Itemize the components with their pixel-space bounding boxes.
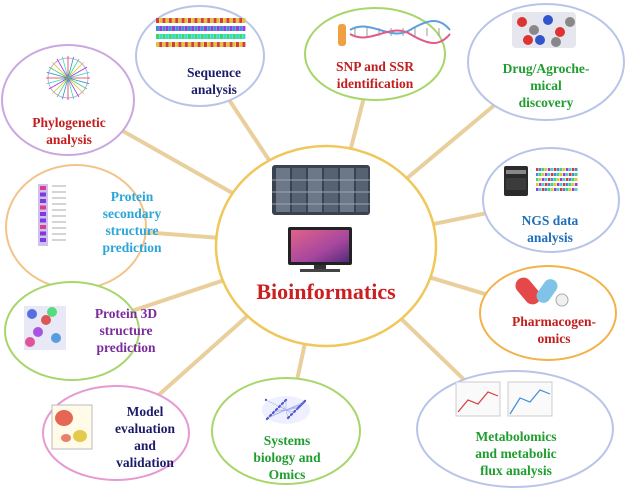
computer-monitor-icon [288, 227, 352, 272]
center-title: Bioinformatics [256, 279, 396, 304]
dna-helix-icon [338, 20, 451, 46]
secondary-structure-icon [38, 184, 66, 246]
flux-plot-icon [455, 381, 553, 417]
bubble-drug [467, 3, 625, 121]
label-protein3d: Protein 3D structure prediction [94, 306, 158, 355]
label-drug: Drug/Agroche- mical discovery [502, 61, 590, 110]
label-protein2d: Protein secondary structure prediction [102, 189, 162, 255]
label-model: Model evaluation and validation [114, 404, 175, 470]
server-rack-icon [272, 165, 370, 215]
label-metabolomics: Metabolomics and metabolic flux analysis [475, 429, 557, 478]
network-graph-icon [262, 396, 310, 424]
label-pharma: Pharmacogen- omics [512, 314, 596, 346]
label-phylo: Phylogenetic analysis [32, 115, 106, 147]
label-ngs: NGS data analysis [521, 213, 579, 245]
protein-3d-icon [24, 306, 66, 350]
capsule-pills-icon [515, 277, 569, 307]
bubble-pharma [479, 265, 617, 361]
sequence-alignment-icon [156, 18, 246, 47]
bubble-systems [211, 377, 361, 485]
label-sequence: Sequence analysis [187, 65, 241, 97]
molecule-icon [512, 12, 576, 48]
phylogenetic-tree-icon [46, 56, 90, 100]
ramachandran-plot-icon [51, 404, 93, 450]
bubbles [1, 3, 625, 488]
label-snp: SNP and SSR identification [335, 59, 415, 91]
sequencer-icon [504, 166, 578, 196]
label-systems: Systems biology and Omics [253, 433, 321, 482]
